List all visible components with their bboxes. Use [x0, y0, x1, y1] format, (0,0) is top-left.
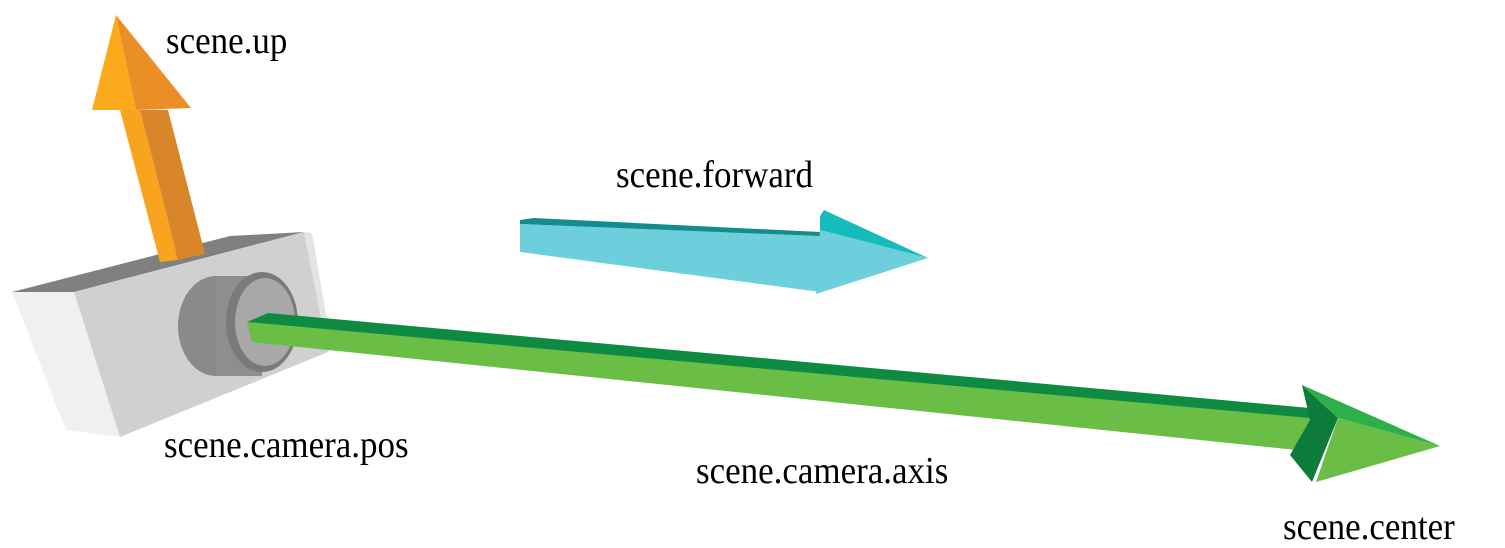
label-scene-center: scene.center [1283, 506, 1455, 548]
label-scene-forward: scene.forward [616, 154, 814, 196]
camera-axis-arrow [247, 313, 1440, 482]
up-arrow [92, 15, 205, 262]
forward-arrow [520, 210, 928, 294]
label-scene-up: scene.up [166, 20, 288, 62]
label-scene-camera-pos: scene.camera.pos [164, 424, 409, 466]
label-scene-camera-axis: scene.camera.axis [696, 450, 949, 492]
